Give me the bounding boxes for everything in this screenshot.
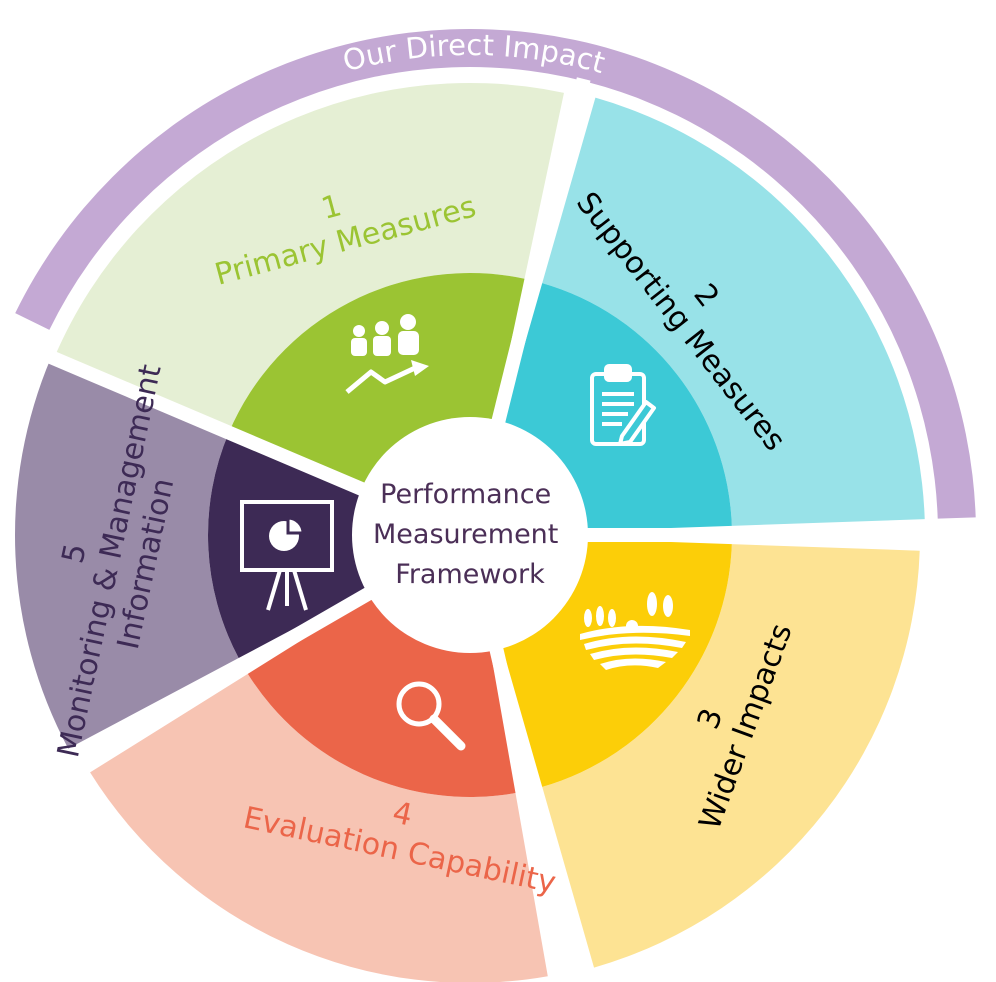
center-title-line-1: Performance (380, 479, 551, 510)
segment-evaluation-capability-inner (247, 596, 516, 797)
segment-separators (34, 77, 940, 982)
center-circle (352, 417, 588, 653)
presentation-chart-icon (240, 500, 334, 611)
center-title: Performance Measurement Framework (373, 479, 567, 590)
segment-supporting-measures-inner (501, 283, 732, 531)
people-growth-icon (345, 314, 429, 394)
segment-monitoring-information-outer (15, 357, 239, 749)
farm-fields-icon (580, 592, 690, 670)
segment-wider-impacts-outer (542, 544, 920, 968)
segment-primary-measures-inner (228, 273, 525, 490)
segment-separator (34, 344, 368, 497)
center-title-line-3: Framework (395, 559, 545, 590)
center-title-line-2: Measurement (373, 519, 558, 550)
segment-evaluation-capability-outer (90, 673, 548, 982)
segment-separator (488, 644, 581, 982)
clipboard-pen-icon (590, 364, 656, 446)
segment-supporting-measures-outer (542, 97, 925, 526)
segment-evaluation-capability (90, 596, 548, 982)
segment-supporting-measures (501, 97, 925, 531)
segment-primary-measures (53, 82, 564, 490)
segment-separator (490, 77, 591, 427)
segment-separator (59, 585, 375, 777)
segment-primary-measures-outer (53, 82, 564, 433)
magnifier-icon (396, 681, 466, 751)
